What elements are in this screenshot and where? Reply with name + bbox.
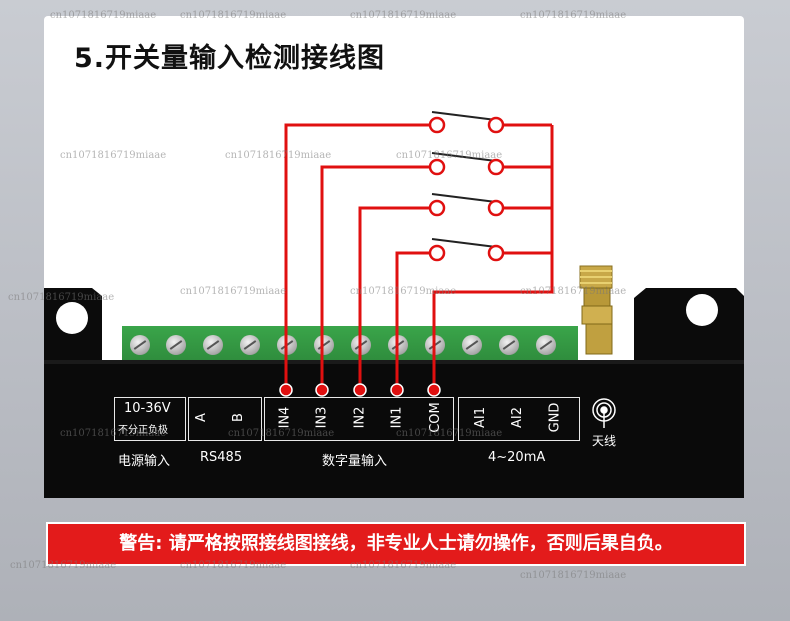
switch-contact <box>428 116 446 134</box>
watermark: cn1071816719miaae <box>350 10 457 21</box>
switch-lever <box>431 152 497 162</box>
mount-hole-right <box>686 294 718 326</box>
watermark: cn1071816719miaae <box>228 428 335 439</box>
watermark: cn1071816719miaae <box>396 150 503 161</box>
power-voltage: 10-36V <box>124 401 171 416</box>
switch-lever <box>431 193 497 203</box>
power-label: 电源输入 <box>118 454 171 469</box>
watermark: cn1071816719miaae <box>396 428 503 439</box>
terminal-screw[interactable] <box>203 335 223 355</box>
watermark: cn1071816719miaae <box>50 10 157 21</box>
pin-dot-in4 <box>279 383 293 397</box>
switch-contact <box>428 158 446 176</box>
mount-hole-left <box>56 302 88 334</box>
watermark: cn1071816719miaae <box>60 428 167 439</box>
rs485-b: B <box>230 413 246 422</box>
pin-in4: IN4 <box>277 406 293 429</box>
pin-in2: IN2 <box>352 406 368 429</box>
wire-in4 <box>284 123 430 390</box>
wire-in2 <box>358 206 430 390</box>
pin-dot-in3 <box>315 383 329 397</box>
watermark: cn1071816719miaae <box>180 560 287 571</box>
terminal-screw[interactable] <box>314 335 334 355</box>
switch-contact <box>487 199 505 217</box>
rs485-box <box>188 397 262 441</box>
watermark: cn1071816719miaae <box>520 10 627 21</box>
watermark: cn1071816719miaae <box>180 286 287 297</box>
digital-label: 数字量输入 <box>322 454 388 469</box>
switch-contact <box>487 244 505 262</box>
power-polarity: 不分正负极 <box>118 425 168 436</box>
antenna-icon <box>592 398 616 428</box>
watermark: cn1071816719miaae <box>8 292 115 303</box>
antenna-connector <box>579 265 613 355</box>
pin-dot-in2 <box>353 383 367 397</box>
rs485-a: A <box>193 413 209 422</box>
watermark: cn1071816719miaae <box>60 150 167 161</box>
switch-lever <box>431 238 497 248</box>
pin-ai1: AI1 <box>473 407 488 428</box>
pin-ai2: AI2 <box>510 407 525 428</box>
antenna-label: 天线 <box>592 434 617 448</box>
switch-contact <box>428 244 446 262</box>
digital-input-box <box>264 397 454 441</box>
terminal-screw[interactable] <box>240 335 260 355</box>
analog-label: 4~20mA <box>488 450 546 465</box>
analog-box <box>458 397 580 441</box>
terminal-screw[interactable] <box>462 335 482 355</box>
power-box <box>114 397 186 441</box>
switch-contact <box>428 199 446 217</box>
pin-in1: IN1 <box>389 406 405 429</box>
terminal-screw[interactable] <box>536 335 556 355</box>
wire-in1 <box>395 251 430 390</box>
pin-dot-in1 <box>390 383 404 397</box>
switch-lever <box>431 111 497 121</box>
watermark: cn1071816719miaae <box>180 10 287 21</box>
watermark: cn1071816719miaae <box>520 286 627 297</box>
pin-in3: IN3 <box>314 406 330 429</box>
terminal-screw[interactable] <box>499 335 519 355</box>
device-body <box>44 288 744 498</box>
terminal-screw[interactable] <box>130 335 150 355</box>
switch-contact <box>487 158 505 176</box>
watermark: cn1071816719miaae <box>350 560 457 571</box>
page-title: 5.开关量输入检测接线图 <box>74 43 386 74</box>
watermark: cn1071816719miaae <box>350 286 457 297</box>
warning-banner: 警告: 请严格按照接线图接线，非专业人士请勿操作，否则后果自负。 <box>46 522 746 566</box>
watermark: cn1071816719miaae <box>520 570 627 581</box>
pin-gnd: GND <box>547 402 563 433</box>
switch-contact <box>487 116 505 134</box>
watermark: cn1071816719miaae <box>10 560 117 571</box>
pin-dot-com <box>427 383 441 397</box>
wire-in3 <box>320 165 430 390</box>
watermark: cn1071816719miaae <box>225 150 332 161</box>
rs485-label: RS485 <box>200 450 243 465</box>
terminal-screw[interactable] <box>166 335 186 355</box>
